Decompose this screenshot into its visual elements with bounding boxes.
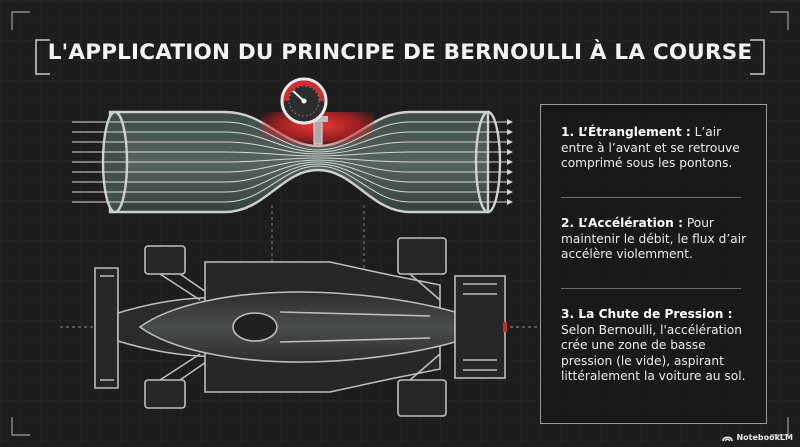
flow-line xyxy=(72,129,513,153)
flow-line xyxy=(72,119,513,151)
panel-divider xyxy=(561,288,741,289)
rear-light xyxy=(503,322,507,332)
explanation-panel: 1. L’Étranglement : L’air entre à l’avan… xyxy=(540,104,767,424)
title-frame xyxy=(35,39,765,75)
step-pressure-drop: 3. La Chute de Pression : Selon Bernoull… xyxy=(561,307,757,385)
frame-corners xyxy=(11,11,789,436)
panel-divider xyxy=(561,197,741,198)
page-title: L'APPLICATION DU PRINCIPE DE BERNOULLI À… xyxy=(47,39,753,65)
flow-line xyxy=(72,165,513,205)
step-2-text: Pour maintenir le débit, le flux d’air a… xyxy=(561,216,747,262)
brand-badge: NotebookLM xyxy=(722,433,793,442)
step-3-text: Selon Bernoulli, l'accélération crée une… xyxy=(561,322,746,384)
step-acceleration: 2. L’Accélération : Pour maintenir le dé… xyxy=(561,216,757,263)
f1-car-top-view xyxy=(94,237,506,417)
flow-line xyxy=(72,163,513,195)
flow-lines xyxy=(72,119,513,205)
pressure-gauge-icon xyxy=(280,77,328,145)
notebooklm-logo-icon xyxy=(722,435,734,441)
step-2-heading: 2. L’Accélération : xyxy=(561,216,683,230)
flow-line xyxy=(72,157,513,165)
step-constriction: 1. L’Étranglement : L’air entre à l’avan… xyxy=(561,125,757,172)
flow-line xyxy=(72,149,513,157)
flow-line xyxy=(72,139,513,155)
step-1-heading: 1. L’Étranglement : xyxy=(561,125,691,139)
step-3-heading: 3. La Chute de Pression : xyxy=(561,307,733,321)
step-1-text: L’air entre à l’avant et se retrouve com… xyxy=(561,125,740,171)
flow-line xyxy=(72,161,513,185)
flow-line xyxy=(72,159,513,175)
brand-name: NotebookLM xyxy=(736,433,793,442)
